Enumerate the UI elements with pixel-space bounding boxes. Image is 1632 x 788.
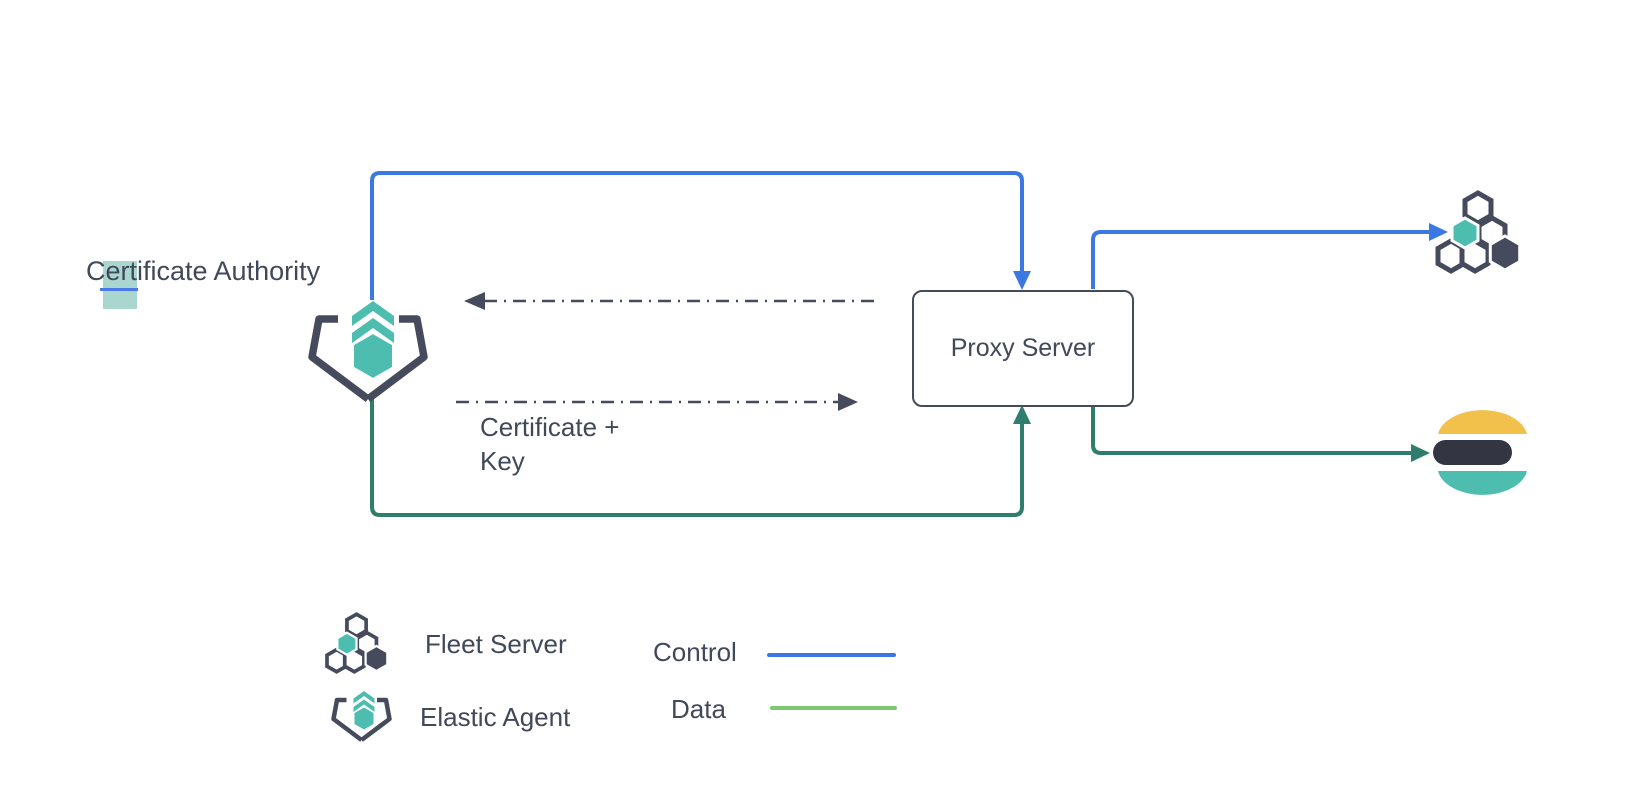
edge-control-agent-to-proxy [370, 171, 1031, 300]
edge-data-proxy-to-elasticsearch [1091, 403, 1430, 462]
edge-certificate-right-arrow [456, 393, 858, 411]
legend-control-label: Control [653, 637, 737, 667]
collaborator-cursor-underline [100, 288, 138, 291]
certificate-key-line2: Key [480, 446, 525, 476]
legend-fleet-server-label: Fleet Server [425, 629, 567, 659]
proxy-server-label: Proxy Server [950, 334, 1096, 362]
edge-data-agent-to-proxy [370, 399, 1031, 517]
certificate-key-line1: Certificate + [480, 412, 620, 442]
certificate-authority-label[interactable]: Certificate Authority [86, 256, 321, 286]
edge-certificate-left-arrow [464, 292, 874, 310]
legend-elastic-agent-label: Elastic Agent [420, 702, 571, 732]
proxy-server-node[interactable]: Proxy Server [912, 290, 1134, 407]
legend-control-line-swatch [767, 653, 896, 657]
legend-data-label: Data [671, 694, 726, 724]
edge-control-proxy-to-fleet [1091, 223, 1448, 289]
legend-fleet-server-icon [325, 612, 389, 674]
elasticsearch-icon[interactable] [1432, 402, 1528, 502]
legend-data-line-swatch [770, 706, 897, 710]
certificate-key-label[interactable]: Certificate + Key [480, 410, 619, 478]
text-selection-highlight [103, 261, 137, 309]
fleet-server-icon[interactable] [1435, 190, 1522, 274]
legend-elastic-agent-icon [331, 691, 392, 742]
elastic-agent-icon[interactable] [308, 299, 428, 402]
